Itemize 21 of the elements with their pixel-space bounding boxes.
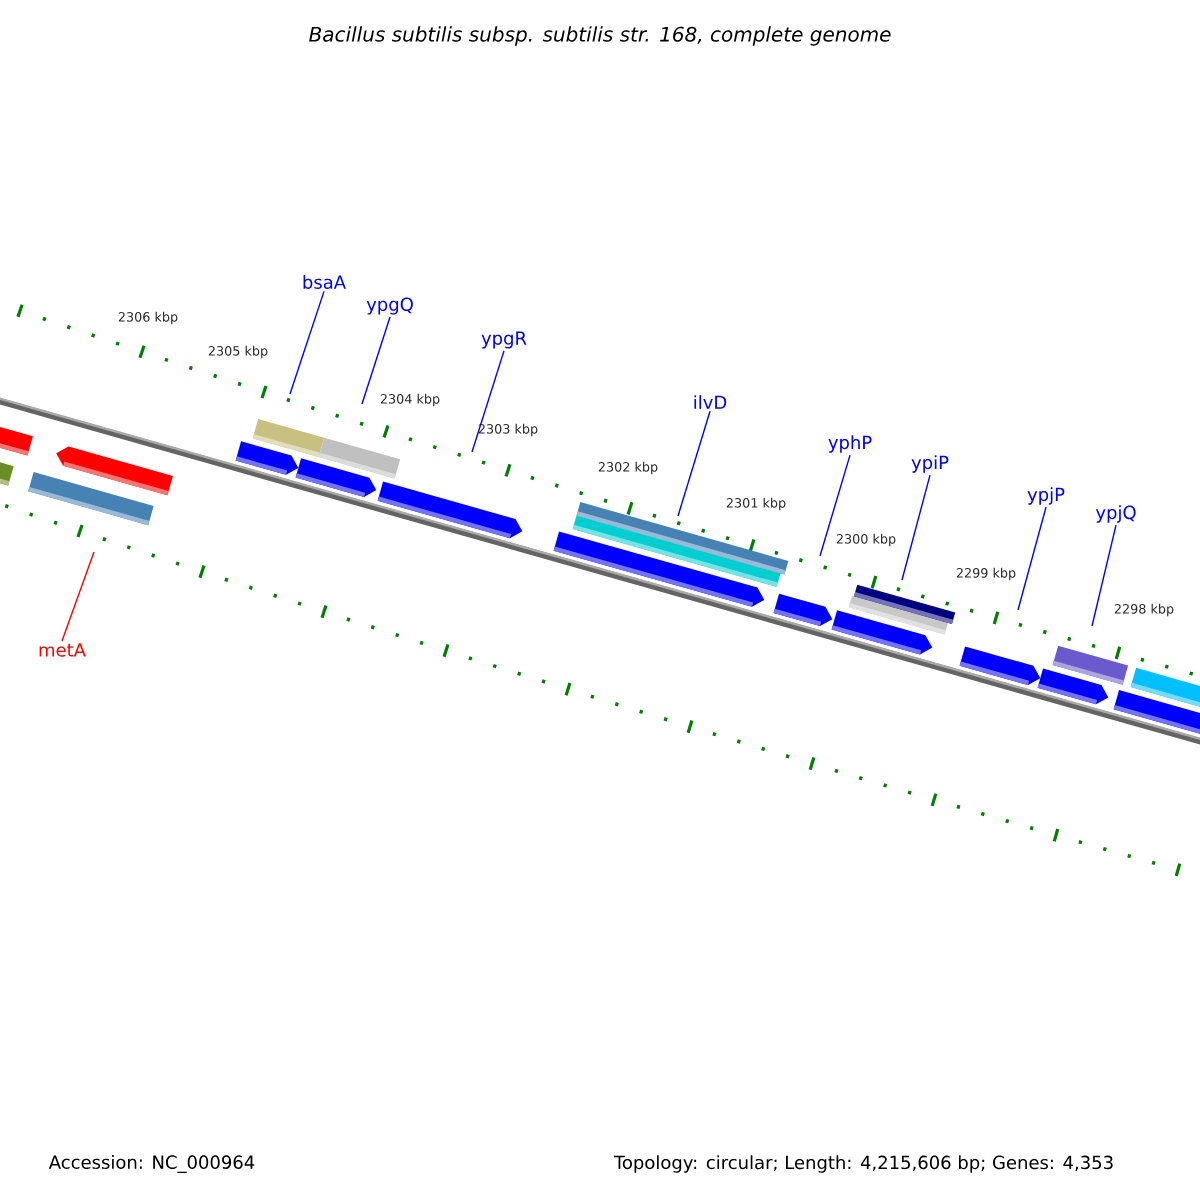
gene-label: ilvD: [694, 395, 727, 409]
gene-label: ypiP: [911, 455, 949, 473]
gene-label: ypgQ: [366, 297, 413, 315]
leader-line: [289, 290, 325, 395]
leader-line: [1017, 506, 1047, 611]
leader-line: [677, 410, 711, 517]
gene-label: ypgR: [481, 331, 527, 349]
leader-line: [471, 350, 505, 453]
gene-label: metA: [39, 643, 86, 657]
footer-text: Accession: NC_000964: [48, 1155, 255, 1173]
leader-line: [61, 551, 95, 642]
gene-label: ypjP: [1027, 487, 1065, 505]
gene-label: bsaA: [303, 275, 346, 289]
title: Bacillus subtilis subsp. subtilis str. 168, complete genome: [309, 26, 891, 46]
leader-line: [901, 474, 931, 581]
leader-line: [819, 454, 851, 557]
footer-text: Topology: circular; Length: 4,215,606 bp; Genes: 4,353: [613, 1155, 1113, 1173]
gene-label: yphP: [828, 435, 872, 453]
leader-line: [361, 316, 391, 405]
gene-label: ypjQ: [1095, 505, 1136, 523]
leader-line: [1091, 524, 1117, 627]
